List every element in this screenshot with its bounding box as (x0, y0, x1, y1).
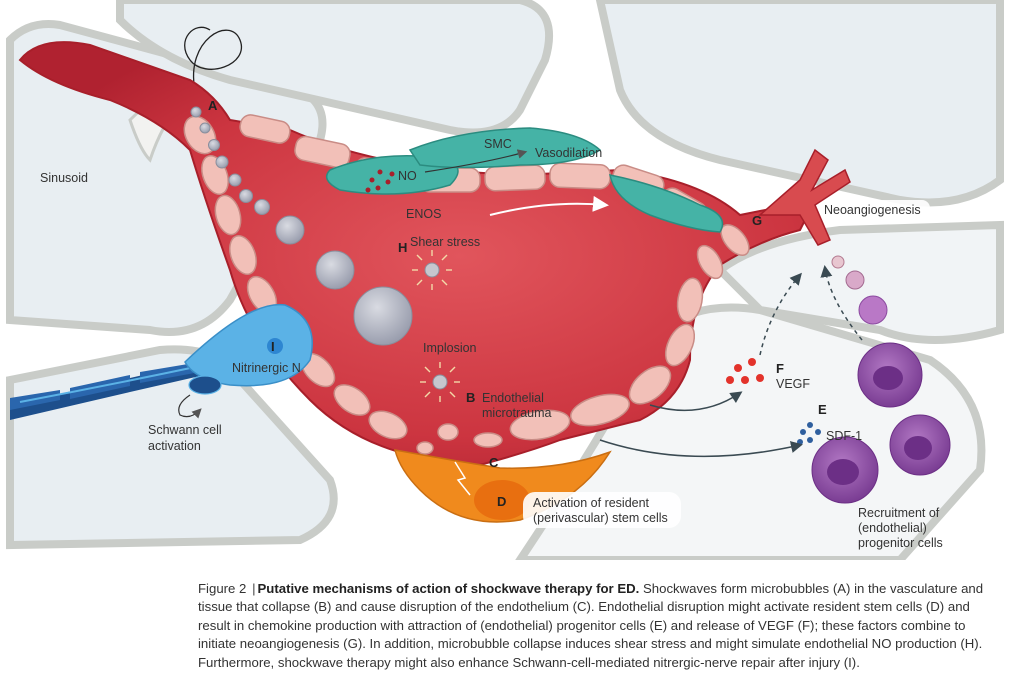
vasodilation-arrow (424, 149, 528, 173)
caption-separator: | (252, 581, 256, 596)
marker-a: A (208, 98, 218, 113)
nitrergic-nerve (10, 303, 313, 420)
implosion-label: Implosion (423, 341, 477, 355)
shear-stress-arrow (489, 195, 609, 216)
recruitment-arrow-2 (820, 265, 863, 341)
marker-e: E (818, 402, 827, 417)
no-molecules (365, 169, 395, 193)
endothelial-label-2: microtrauma (482, 406, 552, 420)
vegf-release-arrow (649, 391, 743, 412)
marker-g: G (752, 213, 762, 228)
sdf1-release-arrow (599, 439, 803, 458)
no-label: NO (398, 169, 417, 183)
activation-label-2: (perivascular) stem cells (533, 511, 668, 525)
activation-label-1: Activation of resident (533, 496, 650, 510)
smc-label: SMC (484, 137, 512, 151)
marker-h: H (398, 240, 407, 255)
recruitment-label-3: progenitor cells (858, 536, 943, 550)
vegf-label: VEGF (776, 377, 810, 391)
schwann-label-2: activation (148, 439, 201, 453)
schwann-label-1: Schwann cell (148, 423, 222, 437)
caption-body: Shockwaves form microbubbles (A) in the … (198, 581, 984, 670)
bubble-collapse-bursts (412, 250, 460, 402)
caption-title: Putative mechanisms of action of shockwa… (257, 581, 640, 596)
activation-label-bg (523, 492, 681, 528)
recruitment-label-2: (endothelial) (858, 521, 927, 535)
sdf1-molecules (797, 422, 821, 445)
caption-figure-number: Figure 2 (198, 581, 247, 596)
sdf1-label: SDF-1 (826, 429, 862, 443)
microbubbles (190, 106, 413, 346)
neoangiogenesis-sprouts (758, 148, 851, 246)
shear-stress-label: Shear stress (410, 235, 480, 249)
neoangiogenesis-label: Neoangiogenesis (824, 203, 921, 217)
sinusoid-label: Sinusoid (40, 171, 88, 185)
shockwave-mechanism-diagram: Sinusoid SMC Vasodilation NO ENOS Shear … (5, 0, 1004, 560)
figure-caption: Figure 2 |Putative mechanisms of action … (198, 580, 998, 672)
recruitment-label-1: Recruitment of (858, 506, 940, 520)
progenitor-cells (811, 255, 951, 504)
marker-b: B (466, 390, 475, 405)
perivascular-stem-cell (393, 449, 612, 523)
marker-i: I (271, 339, 275, 354)
vasodilation-label: Vasodilation (535, 146, 602, 160)
nitrinergic-label: Nitrinergic N (232, 361, 301, 375)
enos-label: ENOS (406, 207, 441, 221)
marker-f: F (776, 361, 784, 376)
recruitment-arrow-1 (759, 272, 802, 356)
vegf-molecules (726, 358, 764, 384)
neoangiogenesis-label-bg (820, 200, 930, 218)
marker-c: C (489, 455, 499, 470)
endothelial-label-1: Endothelial (482, 391, 544, 405)
shockwave-line (184, 26, 243, 91)
marker-d: D (497, 494, 506, 509)
